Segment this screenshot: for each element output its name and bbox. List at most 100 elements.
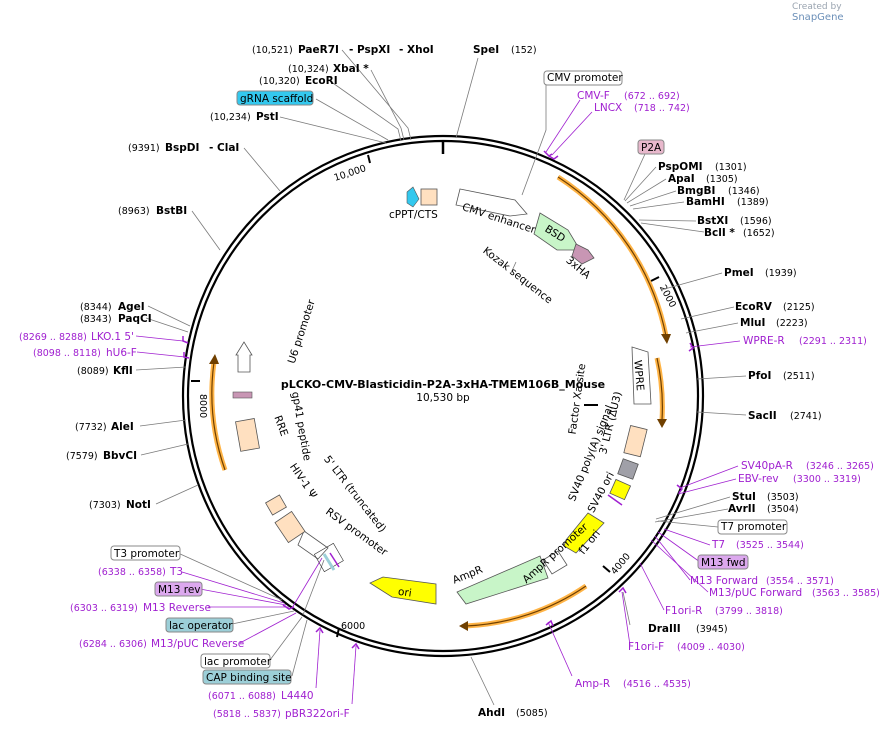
site-bspdi: BspDI <box>165 142 199 154</box>
kfli-lead <box>135 366 187 371</box>
hiv-psi-label: HIV-1 Ψ <box>287 461 319 501</box>
kozak-label: Kozak sequence <box>480 245 554 307</box>
tick-label-4000: 4000 <box>609 551 633 577</box>
bbvci-lead <box>140 443 189 456</box>
bmgbi-lead <box>629 190 677 207</box>
lacprom-lead <box>269 616 303 661</box>
f1orir-lead <box>639 562 665 611</box>
tick-6000 <box>336 627 340 638</box>
site-stui: StuI <box>732 491 756 503</box>
primer-wprer-pos: (2291 .. 2311) <box>799 336 867 347</box>
cmvf-primer <box>543 150 553 157</box>
site-sacii: SacII <box>748 410 777 422</box>
ahdi-lead <box>470 656 495 706</box>
site-xbai-pos: (10,324) <box>288 64 329 75</box>
stui-lead <box>655 496 731 520</box>
box-m13-fwd-label: M13 fwd <box>701 557 746 569</box>
bsd-feature <box>533 212 581 251</box>
lncx-primer <box>548 155 559 160</box>
site-bspdi-pos: (9391) <box>128 143 160 154</box>
box-t3-promoter-label: T3 promoter <box>113 548 180 560</box>
primer-wprer: WPRE-R <box>743 335 785 347</box>
site-pspxi: - PspXI <box>349 44 390 56</box>
sv40ori-feature <box>609 478 632 501</box>
site-pspomi: PspOMI <box>658 161 703 173</box>
wpre-feature <box>631 346 652 405</box>
paqci-lead <box>145 317 189 333</box>
sv40par-lead <box>679 465 739 489</box>
site-bstbi-pos: (8963) <box>118 206 150 217</box>
tick-2000 <box>650 276 660 282</box>
site-psti: PstI <box>256 111 279 123</box>
lko-lead <box>135 335 184 342</box>
primer-m13f: M13 Forward <box>690 575 758 587</box>
site-noti-pos: (7303) <box>89 500 121 511</box>
primer-m13pucr: M13/pUC Reverse <box>151 638 244 650</box>
site-mlui: MluI <box>740 317 765 329</box>
box-grna-label: gRNA scaffold <box>240 93 313 105</box>
primer-f1orif: F1ori-F <box>628 641 664 653</box>
site-paqci: PaqCI <box>118 313 152 325</box>
site-bamhi: BamHI <box>686 196 725 208</box>
rsv-promoter-feature <box>297 530 329 560</box>
site-stui-pos: (3503) <box>767 492 799 503</box>
primer-hu6f-pos: (8098 .. 8118) <box>33 348 101 359</box>
wprer-lead <box>689 340 741 348</box>
site-paqci-pos: (8343) <box>80 314 112 325</box>
ampr-orf-arc-core <box>465 585 587 627</box>
cppt-label: cPPT/CTS <box>389 209 438 221</box>
orf-arc-right-core <box>557 176 667 337</box>
site-pfoi-pos: (2511) <box>783 371 815 382</box>
cmvf-lead <box>545 99 581 153</box>
tick-label-10000: 10,000 <box>333 163 368 184</box>
ltr3-feature <box>623 424 648 458</box>
u6-promoter-feature <box>235 341 253 373</box>
lncx-lead <box>551 111 593 156</box>
primer-m13pucr-pos: (6284 .. 6306) <box>79 639 147 650</box>
site-alei-pos: (7732) <box>75 422 107 433</box>
primer-t3: T3 <box>169 566 183 578</box>
site-bbvci-pos: (7579) <box>66 451 98 462</box>
rre-label: RRE <box>271 414 290 438</box>
l4440-primer <box>315 626 324 634</box>
box-lac-operator-label: lac operator <box>169 620 233 632</box>
site-paer7i: PaeR7I <box>298 44 339 56</box>
hu6-lead <box>136 351 186 358</box>
site-clai: - ClaI <box>209 142 239 154</box>
ampr-promoter-feature <box>542 550 568 575</box>
primer-m13pucf-pos: (3563 .. 3585) <box>812 588 880 599</box>
avrii-lead <box>654 508 729 523</box>
factor-xa-label: Factor Xa site <box>567 363 589 435</box>
gp41-feature <box>232 391 253 399</box>
t3prom-lead <box>177 552 283 601</box>
primer-hu6f: hU6-F <box>106 347 137 359</box>
site-bstxi-pos: (1596) <box>740 216 772 227</box>
bstxi-lead <box>638 219 697 222</box>
ampr-orf-arc-head <box>459 621 468 631</box>
f1ori-feature <box>563 512 605 554</box>
draiii-lead <box>622 591 631 626</box>
primer-pbr322: pBR322ori-F <box>285 708 350 720</box>
box-m13-rev <box>154 581 203 597</box>
rre-feature <box>235 418 260 452</box>
site-pmei: PmeI <box>724 267 754 279</box>
box-m13-rev-label: M13 rev <box>158 584 201 596</box>
t7prom-lead <box>657 520 719 528</box>
site-agei-pos: (8344) <box>80 302 112 313</box>
primer-lncx-pos: (718 .. 742) <box>634 103 690 114</box>
sv40pa-feature <box>617 458 639 480</box>
site-noti: NotI <box>126 499 151 511</box>
orf-arc-right-head <box>661 334 671 344</box>
box-cap <box>202 669 292 685</box>
bstbi-lead <box>191 210 221 251</box>
m13fwd2-lead <box>654 535 691 581</box>
plasmid-size: 10,530 bp <box>416 392 470 404</box>
lac-cluster-mark <box>313 542 344 573</box>
box-cap-label: CAP binding site <box>206 672 292 684</box>
site-paer7i-pos: (10,521) <box>252 45 293 56</box>
lac-inner-lead <box>302 559 325 616</box>
alei-lead <box>139 419 187 427</box>
m13pucf-lead <box>650 539 709 593</box>
lac-inner-lead2 <box>291 557 323 609</box>
credit-prefix: Created by <box>792 2 842 12</box>
